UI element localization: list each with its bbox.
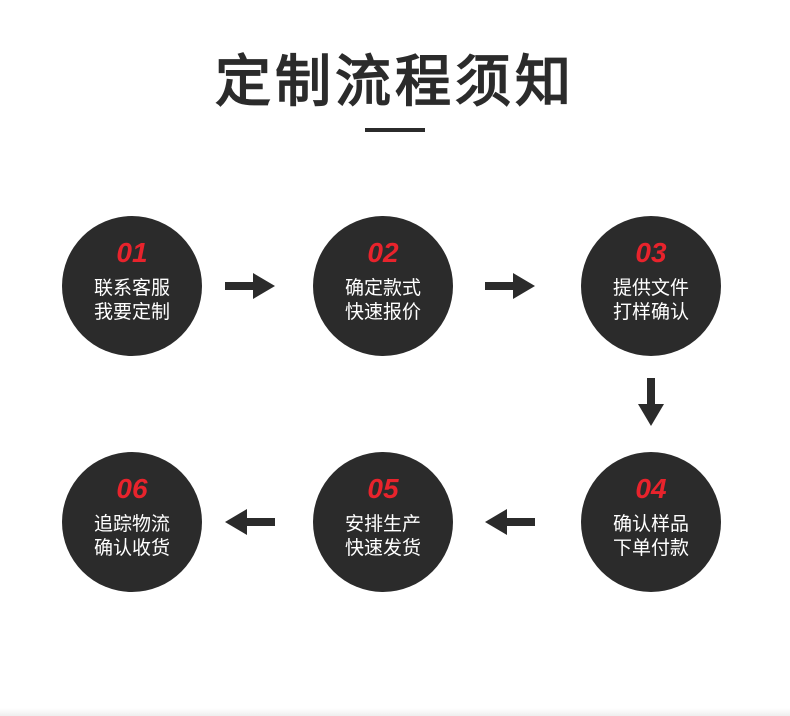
step-03: 03 提供文件 打样确认 bbox=[581, 216, 721, 356]
arrow-left-icon bbox=[225, 509, 275, 535]
arrow-right-icon bbox=[225, 273, 275, 299]
step-label-line1: 提供文件 bbox=[612, 277, 689, 299]
step-label-line2: 打样确认 bbox=[612, 301, 689, 323]
step-01: 01 联系客服 我要定制 bbox=[62, 216, 202, 356]
step-label-line1: 确定款式 bbox=[344, 277, 421, 299]
step-label-line2: 确认收货 bbox=[93, 537, 170, 559]
step-number: 03 bbox=[635, 237, 667, 268]
step-number: 04 bbox=[635, 473, 667, 504]
step-number: 06 bbox=[116, 473, 148, 504]
title-underline bbox=[365, 128, 425, 132]
step-label-line2: 快速发货 bbox=[344, 537, 421, 559]
step-label-line1: 联系客服 bbox=[93, 277, 170, 299]
step-number: 01 bbox=[116, 237, 148, 268]
bottom-divider bbox=[0, 708, 790, 716]
arrow-right-icon bbox=[485, 273, 535, 299]
step-number: 02 bbox=[367, 237, 399, 268]
step-label-line1: 安排生产 bbox=[344, 513, 421, 535]
step-label-line2: 快速报价 bbox=[344, 301, 421, 323]
step-label-line1: 确认样品 bbox=[612, 513, 689, 535]
step-label-line2: 我要定制 bbox=[93, 301, 170, 323]
step-05: 05 安排生产 快速发货 bbox=[313, 452, 453, 592]
arrow-left-icon bbox=[485, 509, 535, 535]
step-06: 06 追踪物流 确认收货 bbox=[62, 452, 202, 592]
step-04: 04 确认样品 下单付款 bbox=[581, 452, 721, 592]
step-02: 02 确定款式 快速报价 bbox=[313, 216, 453, 356]
step-label-line1: 追踪物流 bbox=[93, 513, 170, 535]
arrow-down-icon bbox=[638, 378, 664, 426]
page-title: 定制流程须知 bbox=[215, 50, 575, 115]
step-number: 05 bbox=[367, 473, 399, 504]
step-label-line2: 下单付款 bbox=[612, 537, 689, 559]
